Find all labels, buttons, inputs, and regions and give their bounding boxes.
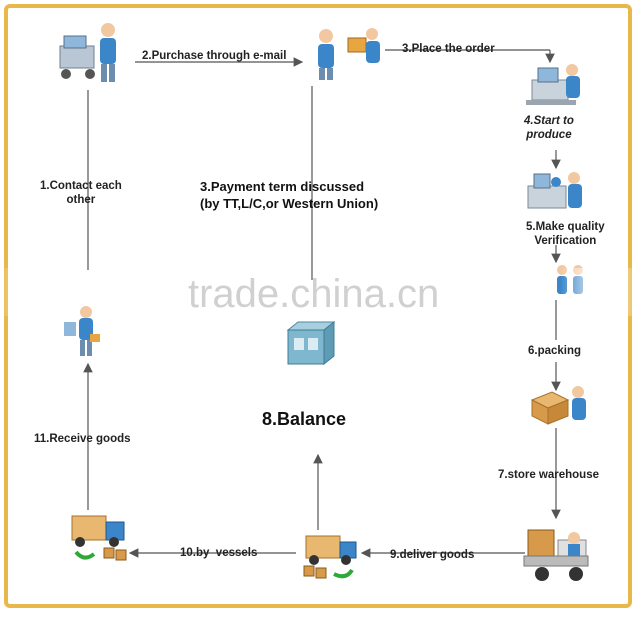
vessel-truck-icon (303, 535, 357, 579)
step-10-label: 10.by vessels (180, 547, 258, 559)
step-6-label: 6.packing (528, 345, 582, 357)
watermark-text: trade.china.cn (188, 272, 440, 316)
buyer-waiting-icon (64, 306, 100, 356)
step-2-label: 2.Purchase through e-mail (142, 50, 287, 62)
bank-building-icon (286, 320, 336, 366)
packing-icon (530, 386, 586, 425)
step-4-label: 4.Start to produce (524, 115, 574, 141)
step-8-balance-label: 8.Balance (262, 409, 347, 429)
payment-term-note: 3.Payment term discussed (by TT,L/C,or W… (200, 178, 378, 212)
step-3-place-order-label: 3.Place the order (402, 43, 495, 55)
step-1-label: 1.Contact each other (40, 180, 122, 206)
payment-line-2: (by TT,L/C,or Western Union) (200, 196, 379, 211)
step-5-label: 5.Make quality Verification (526, 221, 605, 247)
buyer-cart-icon (59, 23, 116, 82)
step-9-label: 9.deliver goods (390, 549, 475, 561)
step-7-label: 7.store warehouse (498, 469, 599, 481)
payment-line-1: 3.Payment term discussed (200, 179, 365, 194)
factory-office-icon (526, 64, 580, 105)
fade-band-left (0, 268, 80, 316)
forklift-warehouse-icon (523, 529, 589, 581)
receive-truck-icon (71, 515, 127, 561)
step-11-label: 11.Receive goods (34, 433, 131, 445)
quality-check-icon (527, 172, 582, 209)
fade-band-right (560, 268, 640, 316)
buyer-email-icon (318, 28, 380, 80)
